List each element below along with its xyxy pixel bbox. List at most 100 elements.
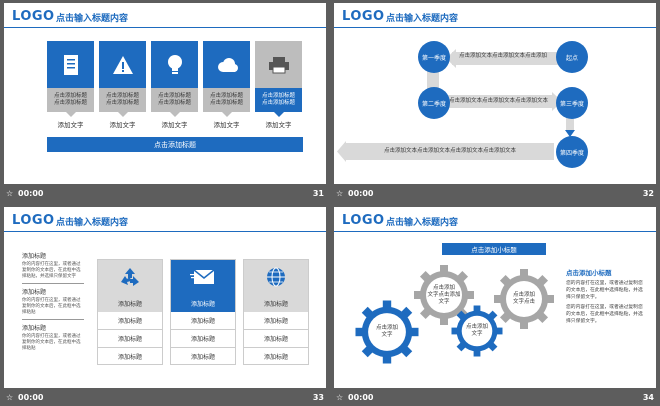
card-label: 添加标题 bbox=[171, 294, 235, 312]
arrow-text-middle: 点击添加文本点击添加文本点击添加文本 bbox=[449, 98, 549, 104]
timer: 00:00 bbox=[18, 393, 44, 402]
slide-footer: ☆ 00:00 31 bbox=[6, 188, 324, 202]
header-divider bbox=[4, 27, 326, 28]
column-caption: 添加文字 bbox=[161, 121, 188, 129]
card-row: 添加标题 bbox=[98, 312, 162, 330]
card-2[interactable]: 添加标题 添加标题 添加标题 添加标题 bbox=[170, 259, 236, 365]
circle-q3[interactable]: 第三季度 bbox=[556, 87, 588, 119]
slide-number: 32 bbox=[642, 189, 654, 198]
card-1[interactable]: 添加标题 添加标题 添加标题 添加标题 bbox=[97, 259, 163, 365]
slide-title: 点击输入标题内容 bbox=[56, 14, 129, 24]
column-box-text: 点击添加标题 点击添加标题 bbox=[203, 88, 250, 112]
card-row: 添加标题 bbox=[98, 330, 162, 348]
list-item: 添加标题 你的内容打在这里，或者通过复制你的文本后，在此框中选择粘贴 bbox=[22, 325, 81, 351]
timer: 00:00 bbox=[348, 189, 374, 198]
slide-footer: ☆ 00:00 32 bbox=[336, 188, 654, 202]
star-icon: ☆ bbox=[6, 393, 14, 402]
gear-text-3: 点击添加 文字 bbox=[465, 324, 488, 337]
pointer-arrow bbox=[169, 112, 180, 117]
slide-header: LOGO 点击输入标题内容 bbox=[4, 3, 326, 28]
mail-icon bbox=[171, 260, 235, 294]
card-label: 添加标题 bbox=[98, 294, 162, 312]
logo: LOGO bbox=[12, 213, 55, 228]
star-icon: ☆ bbox=[6, 189, 14, 198]
timer: 00:00 bbox=[348, 393, 374, 402]
pointer-arrow bbox=[65, 112, 76, 117]
card-row: 添加标题 bbox=[190, 354, 215, 361]
slide-number: 31 bbox=[312, 189, 324, 198]
circle-start[interactable]: 起点 bbox=[556, 41, 588, 73]
slide-header: LOGO 点击输入标题内容 bbox=[334, 3, 656, 28]
gear-text-4: 点击添加 文字点击 bbox=[512, 292, 535, 305]
header-divider bbox=[334, 27, 656, 28]
circle-q1[interactable]: 第一季度 bbox=[418, 41, 450, 73]
slide-footer: ☆ 00:00 34 bbox=[336, 392, 654, 406]
column-box-text: 点击添加标题 点击添加标题 bbox=[151, 88, 198, 112]
list-item: 添加标题 你的内容打在这里，或者通过复制你的文本后，在此框中选择粘贴，并选择只保… bbox=[22, 251, 84, 284]
column-caption: 添加文字 bbox=[109, 121, 136, 129]
slide-title: 点击输入标题内容 bbox=[386, 218, 459, 228]
slide-header: LOGO 点击输入标题内容 bbox=[334, 207, 656, 232]
logo: LOGO bbox=[12, 9, 55, 24]
column-caption: 添加文字 bbox=[265, 121, 292, 129]
slide-31[interactable]: LOGO 点击输入标题内容 点击添加标题 点击添加标题 添加文字 点击添加标题 … bbox=[4, 3, 326, 184]
right-body-2: 您的内容打在这里，或者通过复制您的文本后，在此框中选择粘贴，并选择只保留文字。 bbox=[566, 305, 643, 324]
column-4: 点击添加标题 点击添加标题 添加文字 bbox=[203, 41, 250, 129]
card-row: 添加标题 bbox=[117, 354, 142, 361]
subtitle-bar[interactable]: 点击添加小标题 bbox=[442, 243, 546, 255]
printer-icon bbox=[255, 41, 302, 88]
right-text-block: 点击添加小标题 您的内容打在这里，或者通过复制您的文本后，在此框中选择粘贴，并选… bbox=[566, 267, 644, 325]
timer: 00:00 bbox=[18, 189, 44, 198]
pointer-arrow bbox=[221, 112, 232, 117]
slide-number: 34 bbox=[642, 393, 654, 402]
cloud-icon bbox=[203, 41, 250, 88]
bottom-title-bar[interactable]: 点击添加标题 bbox=[47, 137, 303, 152]
recycle-icon bbox=[98, 260, 162, 294]
header-divider bbox=[334, 231, 656, 232]
column-3: 点击添加标题 点击添加标题 添加文字 bbox=[151, 41, 198, 129]
pointer-arrow bbox=[273, 112, 284, 117]
right-heading: 点击添加小标题 bbox=[566, 269, 612, 277]
logo: LOGO bbox=[342, 213, 385, 228]
slide-title: 点击输入标题内容 bbox=[56, 218, 129, 228]
pointer-arrow bbox=[117, 112, 128, 117]
card-row: 添加标题 bbox=[171, 330, 235, 348]
column-2: 点击添加标题 点击添加标题 添加文字 bbox=[99, 41, 146, 129]
column-box-text: 点击添加标题 点击添加标题 bbox=[47, 88, 94, 112]
logo: LOGO bbox=[342, 9, 385, 24]
slide-32[interactable]: LOGO 点击输入标题内容 点击添加文本点击添加文本点击添加 点击添加文本点击添… bbox=[334, 3, 656, 184]
column-caption: 添加文字 bbox=[57, 121, 84, 129]
document-icon bbox=[47, 41, 94, 88]
warning-icon bbox=[99, 41, 146, 88]
right-body-1: 您的内容打在这里，或者通过复制您的文本后，在此框中选择粘贴，并选择只保留文字。 bbox=[566, 281, 643, 300]
card-row: 添加标题 bbox=[244, 312, 308, 330]
left-text-list: 添加标题 你的内容打在这里，或者通过复制你的文本后，在此框中选择粘贴，并选择只保… bbox=[22, 251, 84, 352]
card-row: 添加标题 bbox=[244, 330, 308, 348]
flow-diagram bbox=[337, 49, 575, 162]
card-label: 添加标题 bbox=[244, 294, 308, 312]
slide-33[interactable]: LOGO 点击输入标题内容 添加标题 你的内容打在这里，或者通过复制你的文本后，… bbox=[4, 207, 326, 388]
star-icon: ☆ bbox=[336, 189, 344, 198]
gear-diagram bbox=[355, 265, 554, 364]
circle-q4[interactable]: 第四季度 bbox=[556, 136, 588, 168]
gear-text-1: 点击添加 文字 bbox=[375, 325, 398, 338]
gear-text-2: 点击添加 文字点击添加 文字 bbox=[427, 284, 461, 305]
card-3[interactable]: 添加标题 添加标题 添加标题 添加标题 bbox=[243, 259, 309, 365]
star-icon: ☆ bbox=[336, 393, 344, 402]
column-1: 点击添加标题 点击添加标题 添加文字 bbox=[47, 41, 94, 129]
list-item: 添加标题 你的内容打在这里，或者通过复制你的文本后，在此框中选择粘贴 bbox=[22, 287, 84, 320]
column-caption: 添加文字 bbox=[213, 121, 240, 129]
slide-header: LOGO 点击输入标题内容 bbox=[4, 207, 326, 232]
arrow-text-top: 点击添加文本点击添加文本点击添加 bbox=[459, 53, 548, 59]
slide-34[interactable]: LOGO 点击输入标题内容 点击添加小标题 bbox=[334, 207, 656, 388]
slide-footer: ☆ 00:00 33 bbox=[6, 392, 324, 406]
column-5: 点击添加标题 点击添加标题 添加文字 bbox=[255, 41, 302, 129]
arrow-text-bottom: 点击添加文本点击添加文本点击添加文本点击添加文本 bbox=[384, 148, 517, 154]
card-row: 添加标题 bbox=[263, 354, 288, 361]
slide-number: 33 bbox=[312, 393, 324, 402]
slide-title: 点击输入标题内容 bbox=[386, 14, 459, 24]
card-row: 添加标题 bbox=[171, 312, 235, 330]
circle-q2[interactable]: 第二季度 bbox=[418, 87, 450, 119]
header-divider bbox=[4, 231, 326, 232]
column-box-text: 点击添加标题 点击添加标题 bbox=[99, 88, 146, 112]
